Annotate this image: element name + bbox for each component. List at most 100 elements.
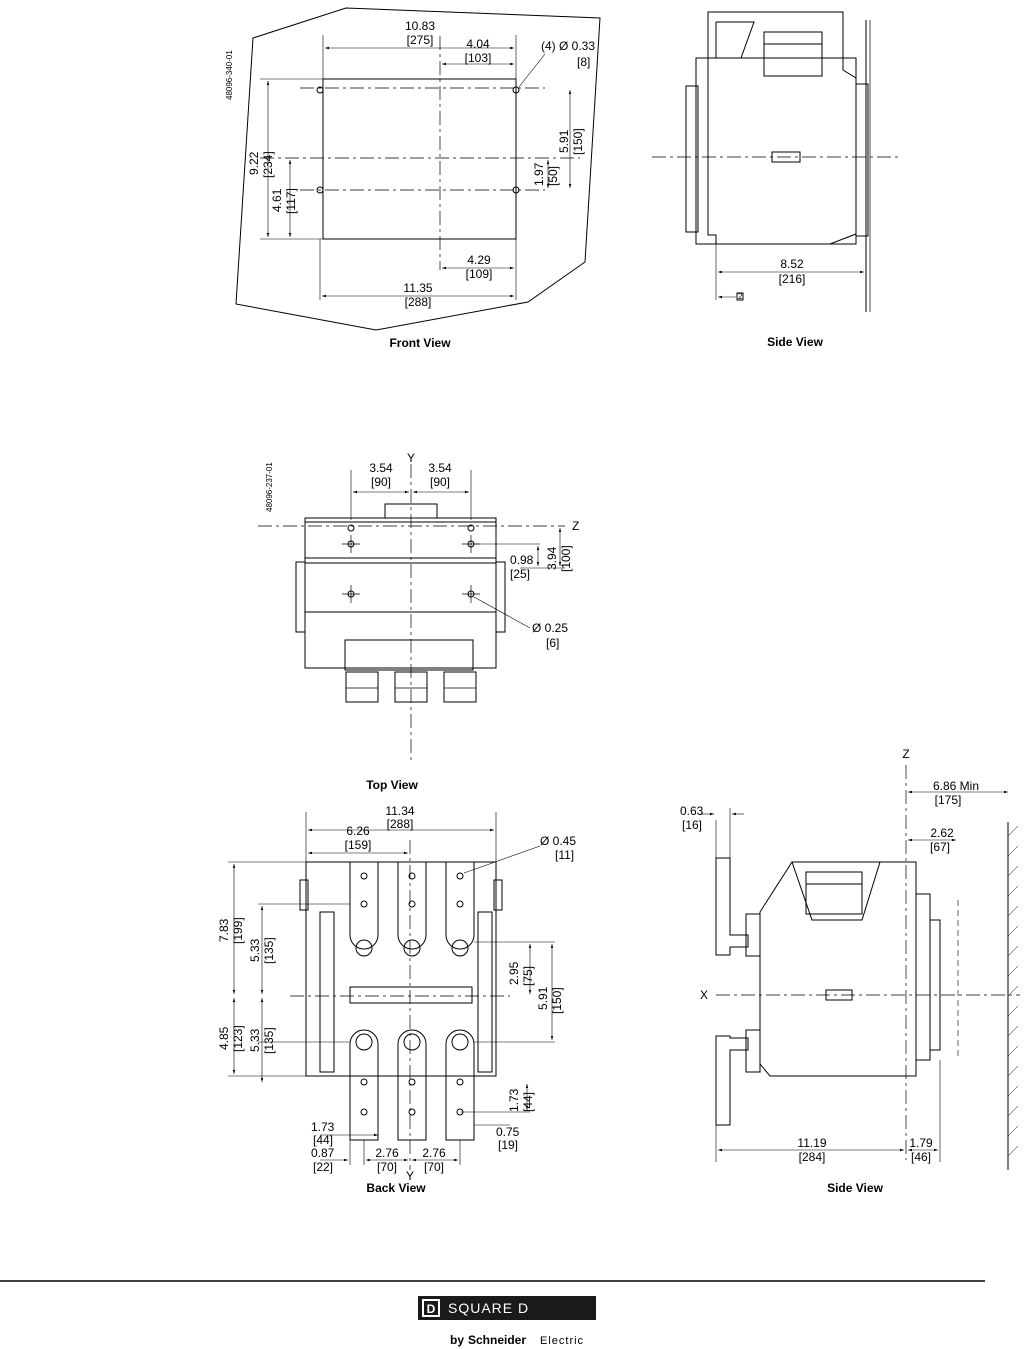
dim-side-lower-s1-mm: [16] bbox=[682, 818, 702, 832]
footer: D SQUARE D by Schneider Electric bbox=[0, 1280, 985, 1347]
dim-back-r1-mm: [75] bbox=[521, 966, 535, 986]
dim-back-b2: 0.87 bbox=[311, 1146, 335, 1160]
dim-top-offset-mm: [25] bbox=[510, 567, 530, 581]
dim-back-r2-mm: [150] bbox=[550, 987, 564, 1014]
dim-side-lower-min: 6.86 Min bbox=[933, 779, 979, 793]
dim-top-hole-mm: [6] bbox=[546, 636, 559, 650]
top-lower-block bbox=[344, 639, 474, 671]
top-axis-y-label: Y bbox=[407, 451, 415, 465]
dim-top-left: 3.54 bbox=[369, 461, 393, 475]
dim-side-lower-s2: 2.62 bbox=[930, 826, 954, 840]
dim-back-b4-mm: [70] bbox=[424, 1160, 444, 1174]
dim-side-lower-min-mm: [175] bbox=[935, 793, 962, 807]
front-panel-cutout-outline bbox=[235, 7, 601, 331]
dim-height-lower-mm: [117] bbox=[284, 188, 298, 214]
dim-half-bottom: 4.29 bbox=[467, 253, 491, 267]
dim-top-hole: Ø 0.25 bbox=[532, 621, 568, 635]
dim-back-b1: 1.73 bbox=[311, 1120, 335, 1134]
dim-side-lower-s2-mm: [67] bbox=[930, 840, 950, 854]
dim-top-right-mm: [90] bbox=[430, 475, 450, 489]
square-d-logo: D SQUARE D bbox=[418, 1296, 596, 1320]
dim-width-bottom: 11.35 bbox=[403, 281, 432, 295]
dim-back-b3-mm: [70] bbox=[377, 1160, 397, 1174]
company-suffix: Electric bbox=[540, 1335, 584, 1347]
dim-top-depth: 3.94 bbox=[545, 546, 559, 570]
front-mounting-holes bbox=[316, 86, 520, 194]
dim-width-bottom-mm: [288] bbox=[405, 295, 432, 309]
dim-side-lower-s1: 0.63 bbox=[680, 804, 704, 818]
dim-back-b2-mm: [22] bbox=[313, 1160, 333, 1174]
dim-back-h1: 7.83 bbox=[217, 918, 231, 942]
side-lower-axis-x-label: X bbox=[700, 988, 708, 1002]
side-lower-top-notch bbox=[791, 861, 881, 921]
top-mount-holes bbox=[342, 524, 480, 603]
side-view-lower-title: Side View bbox=[827, 1181, 883, 1195]
dim-side-lower-depth-mm: [284] bbox=[799, 1150, 826, 1164]
back-lower-busbars bbox=[349, 1029, 475, 1141]
dim-back-r3-mm: [44] bbox=[521, 1092, 535, 1112]
dim-back-width: 11.34 bbox=[385, 804, 414, 818]
top-axis-z-label: Z bbox=[572, 519, 579, 533]
side-view-upper-title: Side View bbox=[767, 335, 823, 349]
side-lower-body bbox=[759, 861, 917, 1077]
dim-back-b3: 2.76 bbox=[375, 1146, 399, 1160]
back-center-bar bbox=[349, 986, 473, 1004]
back-view: 11.34 [288] 6.26 [159] Ø 0.45 [11] 7.83 … bbox=[217, 804, 576, 1195]
side-upper-rear-flange bbox=[855, 83, 869, 237]
top-terminals bbox=[345, 671, 477, 703]
company-name: Schneider bbox=[468, 1333, 526, 1347]
side-view-upper: 2 8.52 [216] Side View bbox=[652, 11, 900, 349]
dim-back-r4: 0.75 bbox=[496, 1125, 520, 1139]
dim-back-r4-mm: [19] bbox=[498, 1138, 518, 1152]
back-upper-busbars bbox=[349, 862, 475, 957]
dim-back-width-mm: [288] bbox=[387, 817, 414, 831]
front-enclosure-rect bbox=[322, 78, 517, 240]
drawing-id-lower: 48096-237-01 bbox=[265, 462, 274, 512]
logo-letter: D bbox=[427, 1302, 436, 1316]
dim-height-lower: 4.61 bbox=[270, 188, 284, 212]
side-upper-top-box bbox=[763, 31, 823, 77]
dim-half-bottom-mm: [109] bbox=[466, 267, 493, 281]
back-right-rail bbox=[477, 911, 493, 1073]
dim-back-h2: 5.33 bbox=[248, 938, 262, 962]
side-upper-marker: 2 bbox=[738, 292, 743, 301]
dim-top-offset: 0.98 bbox=[510, 553, 534, 567]
top-view-title: Top View bbox=[366, 778, 418, 792]
side-lower-busbar-bottom bbox=[715, 1029, 761, 1126]
side-lower-wall-hatch bbox=[1007, 825, 1019, 1157]
side-lower-axis-z-label: Z bbox=[902, 747, 909, 761]
side-upper-marker-box bbox=[736, 292, 744, 301]
dim-back-h4: 5.33 bbox=[248, 1028, 262, 1052]
by-text: by bbox=[450, 1333, 464, 1347]
back-body bbox=[305, 861, 497, 1077]
side-lower-rear-block bbox=[915, 893, 931, 1061]
side-lower-top-box bbox=[805, 871, 863, 915]
back-axis-y-label: Y bbox=[406, 1169, 414, 1183]
back-right-tab bbox=[493, 879, 503, 911]
dim-back-hole: Ø 0.45 bbox=[540, 834, 576, 848]
dim-back-r3: 1.73 bbox=[507, 1088, 521, 1112]
dim-back-h1-mm: [199] bbox=[231, 917, 245, 944]
dim-height-total-mm: [234] bbox=[261, 151, 275, 178]
dim-hole-half-v: 1.97 bbox=[532, 162, 546, 186]
dim-half-top: 4.04 bbox=[466, 37, 490, 51]
dim-side-lower-rear-mm: [46] bbox=[911, 1150, 931, 1164]
side-upper-handle-block bbox=[685, 85, 699, 233]
dim-back-half: 6.26 bbox=[346, 824, 370, 838]
top-body bbox=[304, 517, 497, 669]
dim-hole-half-v-mm: [50] bbox=[546, 166, 560, 186]
dim-top-depth-mm: [100] bbox=[559, 545, 573, 572]
dim-top-left-mm: [90] bbox=[371, 475, 391, 489]
dim-back-r2: 5.91 bbox=[536, 986, 550, 1010]
top-left-bracket bbox=[295, 561, 306, 633]
side-lower-busbar-top bbox=[715, 857, 761, 957]
dim-back-hole-mm: [11] bbox=[555, 848, 574, 862]
side-view-lower: Z X 6.86 Min [175] 0.63 [16] 2.62 [67] 1… bbox=[680, 747, 1020, 1195]
back-left-tab bbox=[299, 879, 309, 911]
dim-side-depth: 8.52 bbox=[780, 257, 804, 271]
dim-back-h3: 4.85 bbox=[217, 1026, 231, 1050]
top-connector bbox=[384, 503, 438, 519]
dim-side-depth-mm: [216] bbox=[779, 272, 806, 286]
dim-back-b1-mm: [44] bbox=[313, 1133, 333, 1147]
